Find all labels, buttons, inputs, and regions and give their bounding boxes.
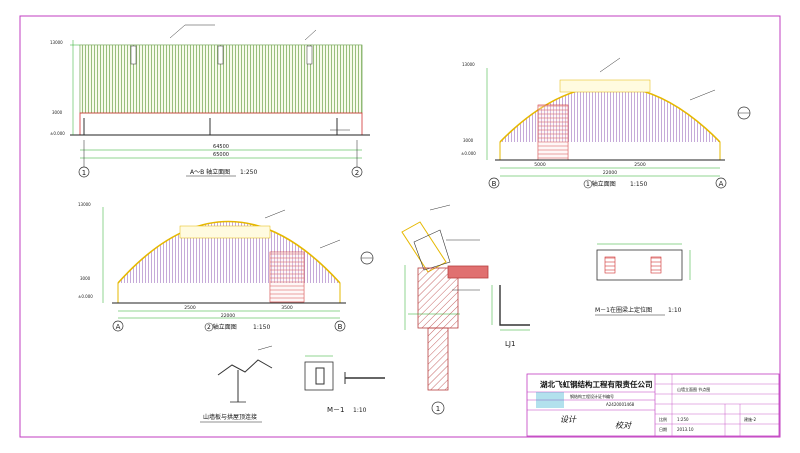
grid-bubble-icon [488,177,500,189]
gable-title: 山墙板与拱屋顶连接 [203,413,257,421]
view-scale-1: 1:150 [630,181,647,188]
view-title-1: 1 轴立面图 [586,180,616,188]
grid-label-A2: A [116,323,121,331]
dim-h-top-2: 13000 [78,202,91,207]
m1-position-title: M－1在圈梁上定位图 [595,306,652,314]
scale-label: 比例 [659,416,667,422]
arch-elevation-2 [102,207,346,319]
sign-design: 设计 [560,415,577,424]
m1-detail [304,355,385,391]
view-scale-long: 1:250 [240,169,257,176]
m1-position-detail [596,243,691,281]
date-value: 2013.10 [677,427,694,432]
grid-bubble-icon [78,166,90,178]
drawing-name: 山墙立面图 节点图 [677,386,710,392]
drawing-number: 建施-2 [744,416,756,422]
sign-check: 校对 [615,421,632,430]
lj1-detail [491,285,530,331]
grid-bubble-icon [112,320,124,332]
view-scale-2: 1:150 [253,324,270,331]
gable-connection-detail [217,345,273,403]
section-mark: 1 [436,405,440,413]
m1-title: M－1 [327,406,345,414]
dim-w1-total: 22000 [603,170,617,176]
dim-w2-total: 22000 [221,313,235,319]
project-label: 钢结构工程设计证书编号 [570,393,614,399]
cert-number: A2420001468 [606,402,635,407]
grid-label-2: 2 [355,169,359,177]
grid-label-1: 1 [82,169,86,177]
date-label: 日期 [659,426,667,432]
dim-h-top-1: 13000 [462,62,475,67]
drawing-frame [19,15,781,438]
arch-elevation-1 [486,57,725,177]
grid-bubble-icon [334,320,346,332]
dim-h-base-1: ±0.000 [461,151,476,156]
dim-w2-sub: 2500 [184,305,196,311]
view-title-2: 2 轴立面图 [207,323,237,331]
dim-h-base-2: ±0.000 [78,294,93,299]
dim-len-total: 65000 [213,152,229,158]
title-block [526,373,780,437]
scale-value: 1:250 [677,417,689,422]
dim-h-base-a: ±0.000 [50,131,65,136]
dim-h-wall-2: 3000 [80,276,91,281]
dim-h-wall-a: 3000 [52,110,63,115]
dim-len-inner: 64500 [213,144,229,150]
grid-label-B: B [492,180,497,188]
dim-w2-door: 3500 [281,305,293,311]
company-name: 湖北飞虹钢结构工程有限责任公司 [540,379,653,389]
grid-bubble-icon [715,177,727,189]
dim-h-wall-1: 3000 [463,138,474,143]
m1-position-scale: 1:10 [668,307,682,314]
m1-scale: 1:10 [353,407,367,414]
grid-label-B2: B [338,323,343,331]
long-elevation [70,24,370,168]
dim-h-top-a: 13000 [50,40,63,45]
dim-w1-sub: 2500 [634,162,646,168]
dim-w1-door: 5000 [534,162,546,168]
section-circle-icon [431,401,445,415]
grid-bubble-icon [351,166,363,178]
view-title-long: A～B 轴立面图 [190,168,230,176]
lj1-title: LJ1 [505,340,515,348]
grid-label-A: A [719,180,724,188]
wall-section-detail [401,204,489,391]
